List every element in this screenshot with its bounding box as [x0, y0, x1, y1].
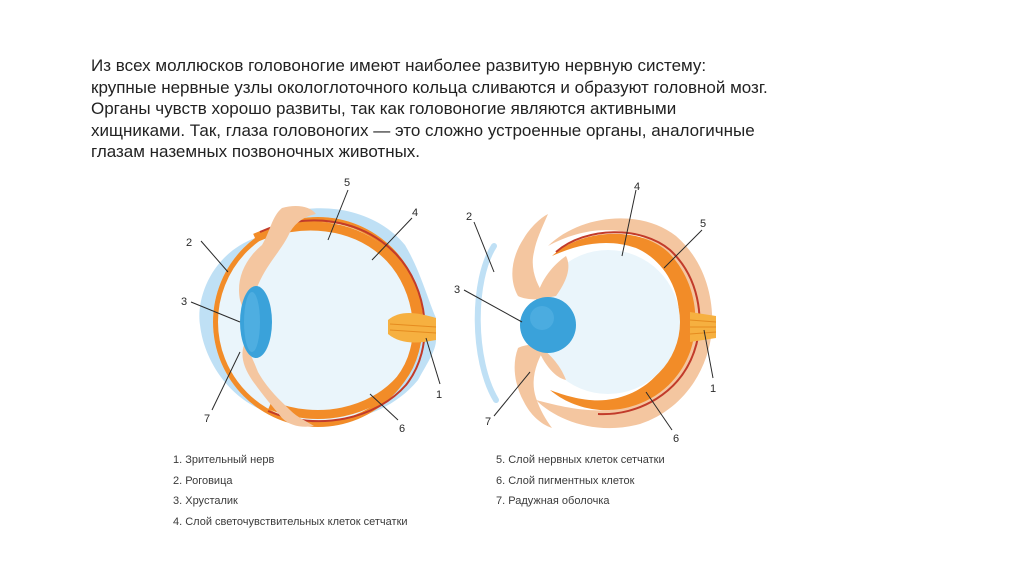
legend-item: 4. Слой светочувствительных клеток сетча…: [173, 515, 408, 528]
vertebrate-label-3: 3: [181, 296, 187, 308]
vertebrate-optic-nerve: [388, 313, 436, 343]
paragraph-line: Из всех моллюсков головоногие имеют наиб…: [91, 56, 707, 75]
cephalopod-vitreous: [536, 250, 680, 394]
cephalopod-label-6: 6: [673, 433, 679, 445]
cephalopod-eye: 2 3 7 4 5 6 1: [454, 181, 716, 445]
vertebrate-label-4: 4: [412, 207, 418, 219]
vertebrate-label-6: 6: [399, 423, 405, 435]
legend-left: 1. Зрительный нерв 2. Роговица 3. Хруста…: [173, 450, 408, 532]
cephalopod-sclera: [536, 218, 713, 429]
legend-item: 3. Хрусталик: [173, 495, 238, 507]
cephalopod-pigment-layer: [555, 231, 701, 416]
paragraph-line: крупные нервные узлы окологлоточного кол…: [91, 77, 768, 97]
vertebrate-label-2: 2: [186, 237, 192, 249]
cephalopod-iris-lower-inner: [536, 344, 566, 380]
intro-paragraph: Из всех моллюсков головоногие имеют наиб…: [91, 55, 891, 163]
legend-right: 5. Слой нервных клеток сетчатки 6. Слой …: [496, 450, 665, 512]
legend-item: 5. Слой нервных клеток сетчатки: [496, 454, 665, 466]
cephalopod-label-3: 3: [454, 284, 460, 296]
cephalopod-label-5: 5: [700, 218, 706, 230]
paragraph-line: глазам наземных позвоночных животных.: [91, 142, 421, 161]
vertebrate-eye: 2 3 7 5 4 6 1: [181, 177, 442, 435]
cephalopod-label-7: 7: [485, 416, 491, 428]
legend-item: 6. Слой пигментных клеток: [496, 474, 635, 487]
vertebrate-leader-lines: [190, 189, 441, 421]
vertebrate-iris-lower: [242, 345, 314, 427]
cephalopod-iris-lower: [514, 344, 552, 428]
vertebrate-label-5: 5: [344, 177, 350, 189]
cephalopod-label-1: 1: [710, 383, 716, 395]
legend-item: 1. Зрительный нерв: [173, 454, 275, 466]
legend-item: 2. Роговица: [173, 474, 233, 487]
cephalopod-label-2: 2: [466, 211, 472, 223]
vertebrate-label-7: 7: [204, 413, 210, 425]
vertebrate-label-1: 1: [436, 389, 442, 401]
cephalopod-leader-lines: [463, 189, 714, 431]
paragraph-line: Органы чувств хорошо развиты, так как го…: [91, 99, 677, 118]
cephalopod-iris-upper-inner: [536, 256, 569, 300]
cephalopod-iris-upper: [512, 214, 548, 300]
legend-item: 7. Радужная оболочка: [496, 495, 610, 507]
cephalopod-label-4: 4: [634, 181, 640, 193]
paragraph-line: хищниками. Так, глаза головоногих — это …: [91, 120, 755, 140]
cephalopod-cornea: [474, 243, 499, 403]
